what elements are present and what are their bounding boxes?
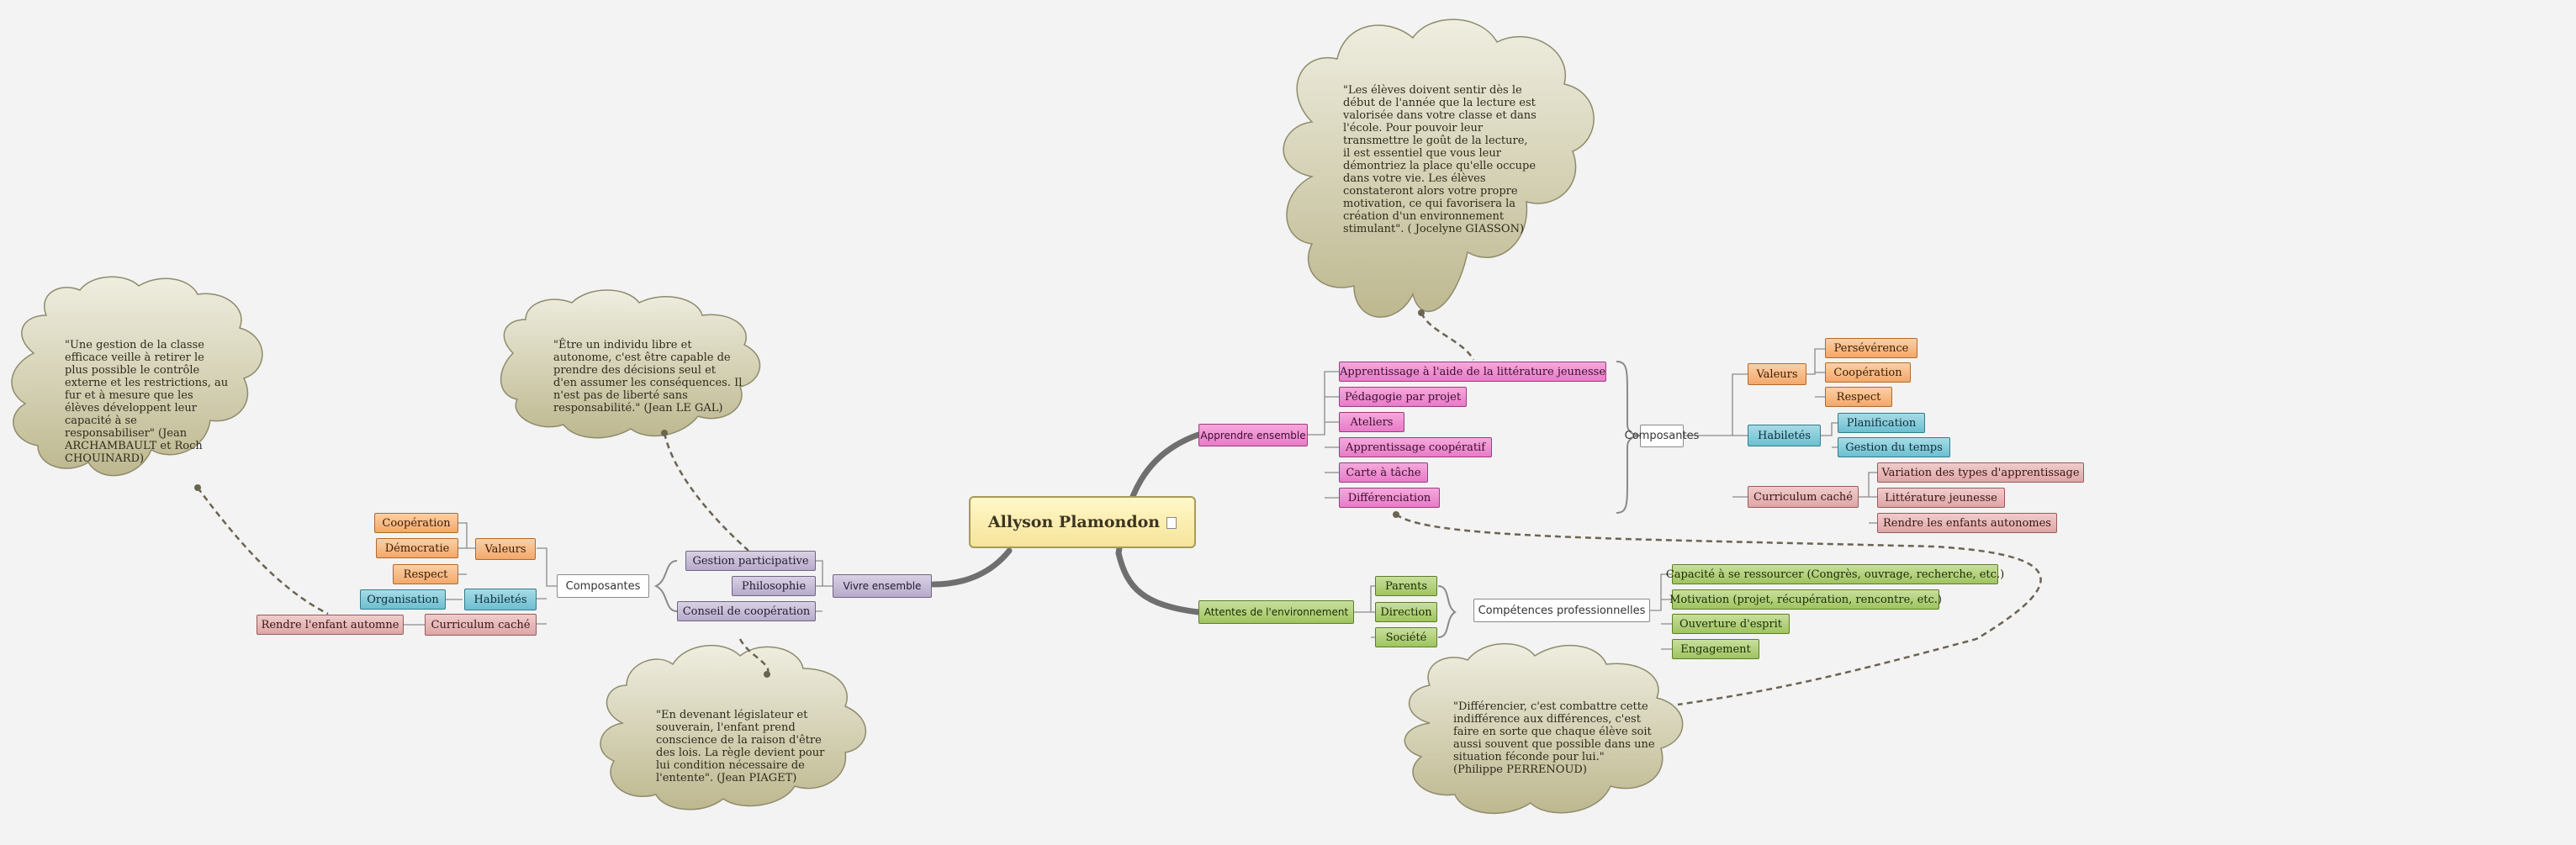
cloud-archambault — [11, 276, 263, 477]
competences-professionnelles[interactable]: Compétences professionnelles — [1473, 599, 1650, 622]
quote-archambault: "Une gestion de la classe efficace veill… — [65, 339, 229, 465]
valeur-item[interactable]: Respect — [393, 564, 458, 584]
attentes-item[interactable]: Parents — [1375, 576, 1437, 596]
relationship-lines — [197, 312, 2042, 706]
relationship-endpoints — [194, 309, 1425, 678]
central-topic[interactable]: Allyson Plamondon — [969, 496, 1196, 548]
apprendre-item[interactable]: Apprentissage coopératif — [1339, 437, 1492, 457]
central-topic-label: Allyson Plamondon — [987, 513, 1161, 531]
competence-item[interactable]: Capacité à se ressourcer (Congrès, ouvra… — [1666, 564, 2004, 584]
curriculum-item[interactable]: Rendre les enfants autonomes — [1877, 513, 2057, 533]
valeur-item[interactable]: Démocratie — [376, 538, 458, 558]
vivre-valeurs[interactable]: Valeurs — [475, 538, 536, 560]
competence-item[interactable]: Motivation (projet, récupération, rencon… — [1669, 589, 1942, 610]
topic-vivre-ensemble[interactable]: Vivre ensemble — [833, 574, 932, 598]
valeur-item[interactable]: Persévérence — [1825, 338, 1917, 358]
vivre-habiletes[interactable]: Habiletés — [464, 589, 537, 610]
apprendre-item[interactable]: Carte à tâche — [1339, 462, 1428, 483]
apprendre-item[interactable]: Différenciation — [1339, 488, 1440, 508]
apprendre-valeurs[interactable]: Valeurs — [1748, 363, 1806, 385]
curriculum-item[interactable]: Rendre l'enfant automne — [257, 615, 404, 635]
attentes-item[interactable]: Direction — [1375, 602, 1437, 622]
vivre-composantes[interactable]: Composantes — [557, 574, 649, 598]
sub-branches — [404, 348, 1877, 650]
vivre-item[interactable]: Gestion participative — [685, 551, 816, 571]
cloud-perrenoud — [1404, 642, 1684, 814]
composantes-label: Composantes — [1624, 430, 1700, 442]
curriculum-item[interactable]: Variation des types d'apprentissage — [1877, 462, 2084, 483]
quote-perrenoud: "Différencier, c'est combattre cette ind… — [1453, 700, 1655, 776]
vivre-curriculum-cache[interactable]: Curriculum caché — [425, 614, 537, 636]
competence-item[interactable]: Engagement — [1672, 639, 1759, 659]
habilete-item[interactable]: Planification — [1838, 413, 1925, 433]
valeur-item[interactable]: Respect — [1825, 387, 1892, 407]
curriculum-item[interactable]: Littérature jeunesse — [1877, 488, 2005, 508]
apprendre-item[interactable]: Pédagogie par projet — [1339, 387, 1467, 407]
valeur-item[interactable]: Coopération — [374, 513, 458, 533]
quote-legal: "Être un individu libre et autonome, c'e… — [553, 339, 743, 415]
apprendre-item[interactable]: Ateliers — [1339, 412, 1404, 432]
apprendre-curriculum-cache[interactable]: Curriculum caché — [1748, 486, 1859, 508]
vivre-item[interactable]: Philosophie — [732, 576, 816, 596]
apprendre-item[interactable]: Apprentissage à l'aide de la littérature… — [1339, 362, 1606, 382]
note-icon — [1166, 517, 1177, 529]
competence-item[interactable]: Ouverture d'esprit — [1672, 614, 1790, 634]
cloud-piaget — [600, 645, 867, 811]
habilete-item[interactable]: Organisation — [360, 589, 446, 610]
habilete-item[interactable]: Gestion du temps — [1838, 437, 1950, 457]
vivre-item[interactable]: Conseil de coopération — [677, 601, 816, 621]
topic-apprendre-ensemble[interactable]: Apprendre ensemble — [1198, 424, 1308, 446]
quote-piaget: "En devenant législateur et souverain, l… — [656, 709, 825, 784]
quote-giasson: "Les élèves doivent sentir dès le début … — [1343, 84, 1537, 235]
attentes-item[interactable]: Société — [1375, 627, 1437, 647]
apprendre-composantes[interactable]: Composantes — [1625, 425, 1699, 447]
cloud-legal — [500, 289, 761, 439]
valeur-item[interactable]: Coopération — [1825, 362, 1911, 383]
topic-attentes-environnement[interactable]: Attentes de l'environnement — [1198, 600, 1354, 624]
apprendre-habiletes[interactable]: Habiletés — [1748, 425, 1821, 446]
cloud-giasson — [1283, 18, 1595, 318]
